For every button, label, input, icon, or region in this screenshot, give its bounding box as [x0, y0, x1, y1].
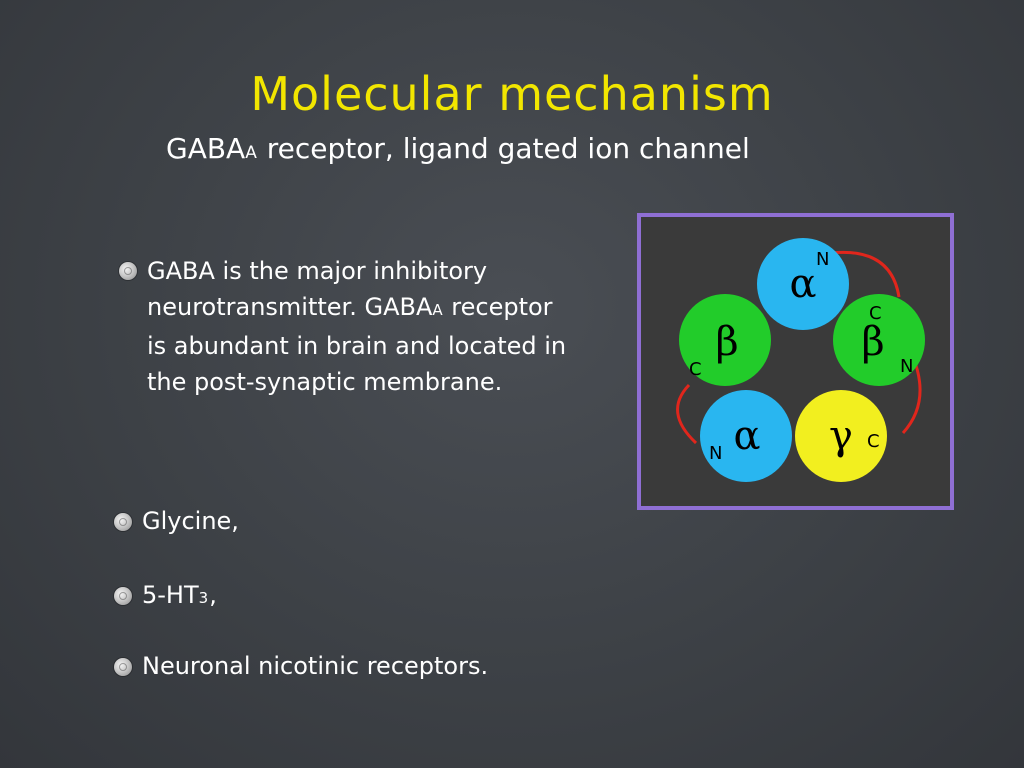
bullet-nicotinic-text: Neuronal nicotinic receptors. — [142, 652, 489, 680]
symbol-beta-right: β — [861, 319, 884, 365]
subunit-beta-right — [833, 294, 925, 386]
symbol-gamma: γ — [829, 413, 853, 459]
bullet-gaba-text-2: receptor is abundant in brain and locate… — [147, 293, 567, 396]
bullet-glycine-text: Glycine, — [142, 507, 239, 535]
receptor-diagram: α β β α γ N C N C N C — [637, 213, 954, 510]
bullet-glycine: Glycine, — [142, 503, 602, 539]
bullet-gaba: GABA is the major inhibitory neurotransm… — [147, 253, 567, 400]
subunit-alpha-top — [757, 238, 849, 330]
bullet-5ht3-text-1: 5-HT — [142, 581, 199, 609]
label-n-top: N — [816, 249, 829, 270]
symbol-alpha-top: α — [789, 261, 816, 307]
bullet-gaba-subscript: A — [432, 301, 444, 319]
symbol-alpha-bottom: α — [733, 413, 760, 459]
bullet-icon — [114, 658, 132, 676]
subunit-beta-left — [679, 294, 771, 386]
linker-top-right — [830, 250, 901, 298]
subtitle-gaba: GABA — [166, 132, 246, 165]
label-c-right-top: C — [869, 303, 882, 324]
subtitle-rest: receptor, ligand gated ion channel — [257, 132, 750, 165]
subtitle-subscript: A — [245, 143, 258, 163]
bullet-icon — [119, 262, 137, 280]
bullet-nicotinic: Neuronal nicotinic receptors. — [142, 648, 602, 684]
receptor-diagram-svg: α β β α γ N C N C N C — [676, 238, 925, 482]
label-c-left: C — [689, 359, 702, 380]
bullet-5ht3-subscript: 3 — [198, 589, 210, 607]
label-n-right: N — [900, 356, 913, 377]
bullet-icon — [114, 587, 132, 605]
bullet-5ht3: 5-HT3, — [142, 577, 602, 616]
symbol-beta-left: β — [715, 319, 738, 365]
bullet-5ht3-text-2: , — [209, 581, 217, 609]
bullet-gaba-text-1: GABA is the major inhibitory neurotransm… — [147, 257, 488, 321]
subunit-gamma — [795, 390, 887, 482]
label-n-bottom-left: N — [709, 443, 722, 464]
slide-title: Molecular mechanism — [250, 67, 774, 121]
bullet-icon — [114, 513, 132, 531]
slide-subtitle: GABAA receptor, ligand gated ion channel — [166, 129, 966, 173]
label-c-gamma: C — [867, 431, 880, 452]
subunit-alpha-bottom — [700, 390, 792, 482]
linker-left — [676, 383, 698, 445]
